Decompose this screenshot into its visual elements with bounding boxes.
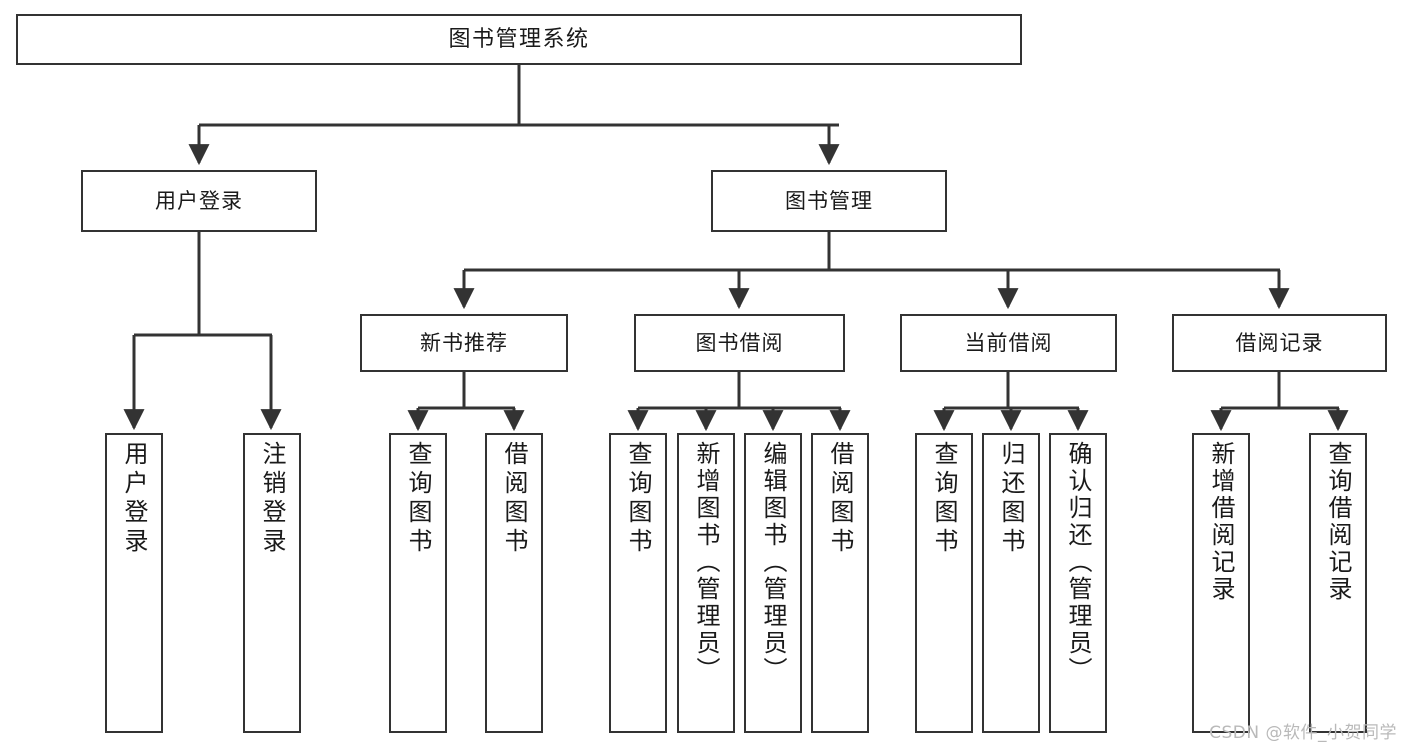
node-label: 新书推荐 [420, 330, 508, 355]
node-leaf-query-book-2[interactable]: 查询图书 [609, 433, 667, 733]
node-leaf-borrow-book-2[interactable]: 借阅图书 [811, 433, 869, 733]
node-label: 图书管理系统 [448, 26, 590, 52]
node-label: 当前借阅 [964, 330, 1053, 355]
node-label: 借阅记录 [1235, 330, 1324, 355]
node-label: 注销登录 [258, 441, 286, 557]
node-label: 新增借阅记录 [1207, 441, 1235, 603]
node-leaf-user-logout[interactable]: 注销登录 [243, 433, 301, 733]
node-leaf-user-login[interactable]: 用户登录 [105, 433, 163, 733]
node-leaf-query-book-1[interactable]: 查询图书 [389, 433, 447, 733]
node-label: 图书管理 [785, 188, 873, 213]
node-borrow-record[interactable]: 借阅记录 [1172, 314, 1387, 372]
node-leaf-borrow-book-1[interactable]: 借阅图书 [485, 433, 543, 733]
node-label: 归还图书 [997, 441, 1025, 557]
node-root-system[interactable]: 图书管理系统 [16, 14, 1022, 65]
node-leaf-confirm-return[interactable]: 确认归还（管理员） [1049, 433, 1107, 733]
node-book-borrow[interactable]: 图书借阅 [634, 314, 845, 372]
node-label: 确认归还（管理员） [1064, 441, 1092, 684]
node-new-book-recommend[interactable]: 新书推荐 [360, 314, 568, 372]
node-leaf-query-book-3[interactable]: 查询图书 [915, 433, 973, 733]
node-label: 用户登录 [155, 188, 243, 213]
node-label: 用户登录 [120, 441, 148, 557]
node-current-borrow[interactable]: 当前借阅 [900, 314, 1117, 372]
node-leaf-edit-book[interactable]: 编辑图书（管理员） [744, 433, 802, 733]
node-label: 查询图书 [624, 441, 652, 557]
node-user-login[interactable]: 用户登录 [81, 170, 317, 232]
node-label: 借阅图书 [826, 441, 854, 557]
node-label: 借阅图书 [500, 441, 528, 557]
node-leaf-return-book[interactable]: 归还图书 [982, 433, 1040, 733]
node-leaf-add-record[interactable]: 新增借阅记录 [1192, 433, 1250, 733]
node-label: 查询图书 [404, 441, 432, 557]
node-label: 新增图书（管理员） [692, 441, 720, 684]
node-label: 图书借阅 [695, 330, 784, 355]
node-label: 编辑图书（管理员） [759, 441, 787, 684]
node-leaf-query-record[interactable]: 查询借阅记录 [1309, 433, 1367, 733]
node-label: 查询图书 [930, 441, 958, 557]
node-leaf-add-book[interactable]: 新增图书（管理员） [677, 433, 735, 733]
node-book-management[interactable]: 图书管理 [711, 170, 947, 232]
node-label: 查询借阅记录 [1324, 441, 1352, 603]
